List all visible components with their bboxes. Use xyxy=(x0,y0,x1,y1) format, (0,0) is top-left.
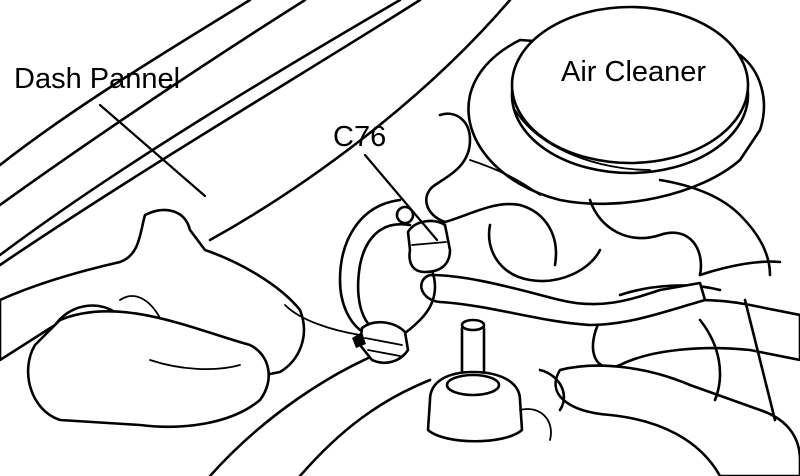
dash-panel-leader xyxy=(98,103,207,198)
connector-c76 xyxy=(395,205,452,274)
air-cleaner-label: Air Cleaner xyxy=(561,56,706,88)
air-cleaner-housing xyxy=(467,5,766,206)
c76-label: C76 xyxy=(333,121,386,153)
dash-panel-label: Dash Pannel xyxy=(14,63,180,95)
connector-lower xyxy=(352,320,410,364)
c76-leader xyxy=(363,153,439,242)
pipes-right xyxy=(554,298,800,476)
intake-manifold xyxy=(425,112,782,318)
dash-panel-outline xyxy=(0,0,512,267)
connector-hose xyxy=(420,273,707,327)
mount-stud xyxy=(426,318,566,443)
dash-bracket xyxy=(0,208,306,429)
